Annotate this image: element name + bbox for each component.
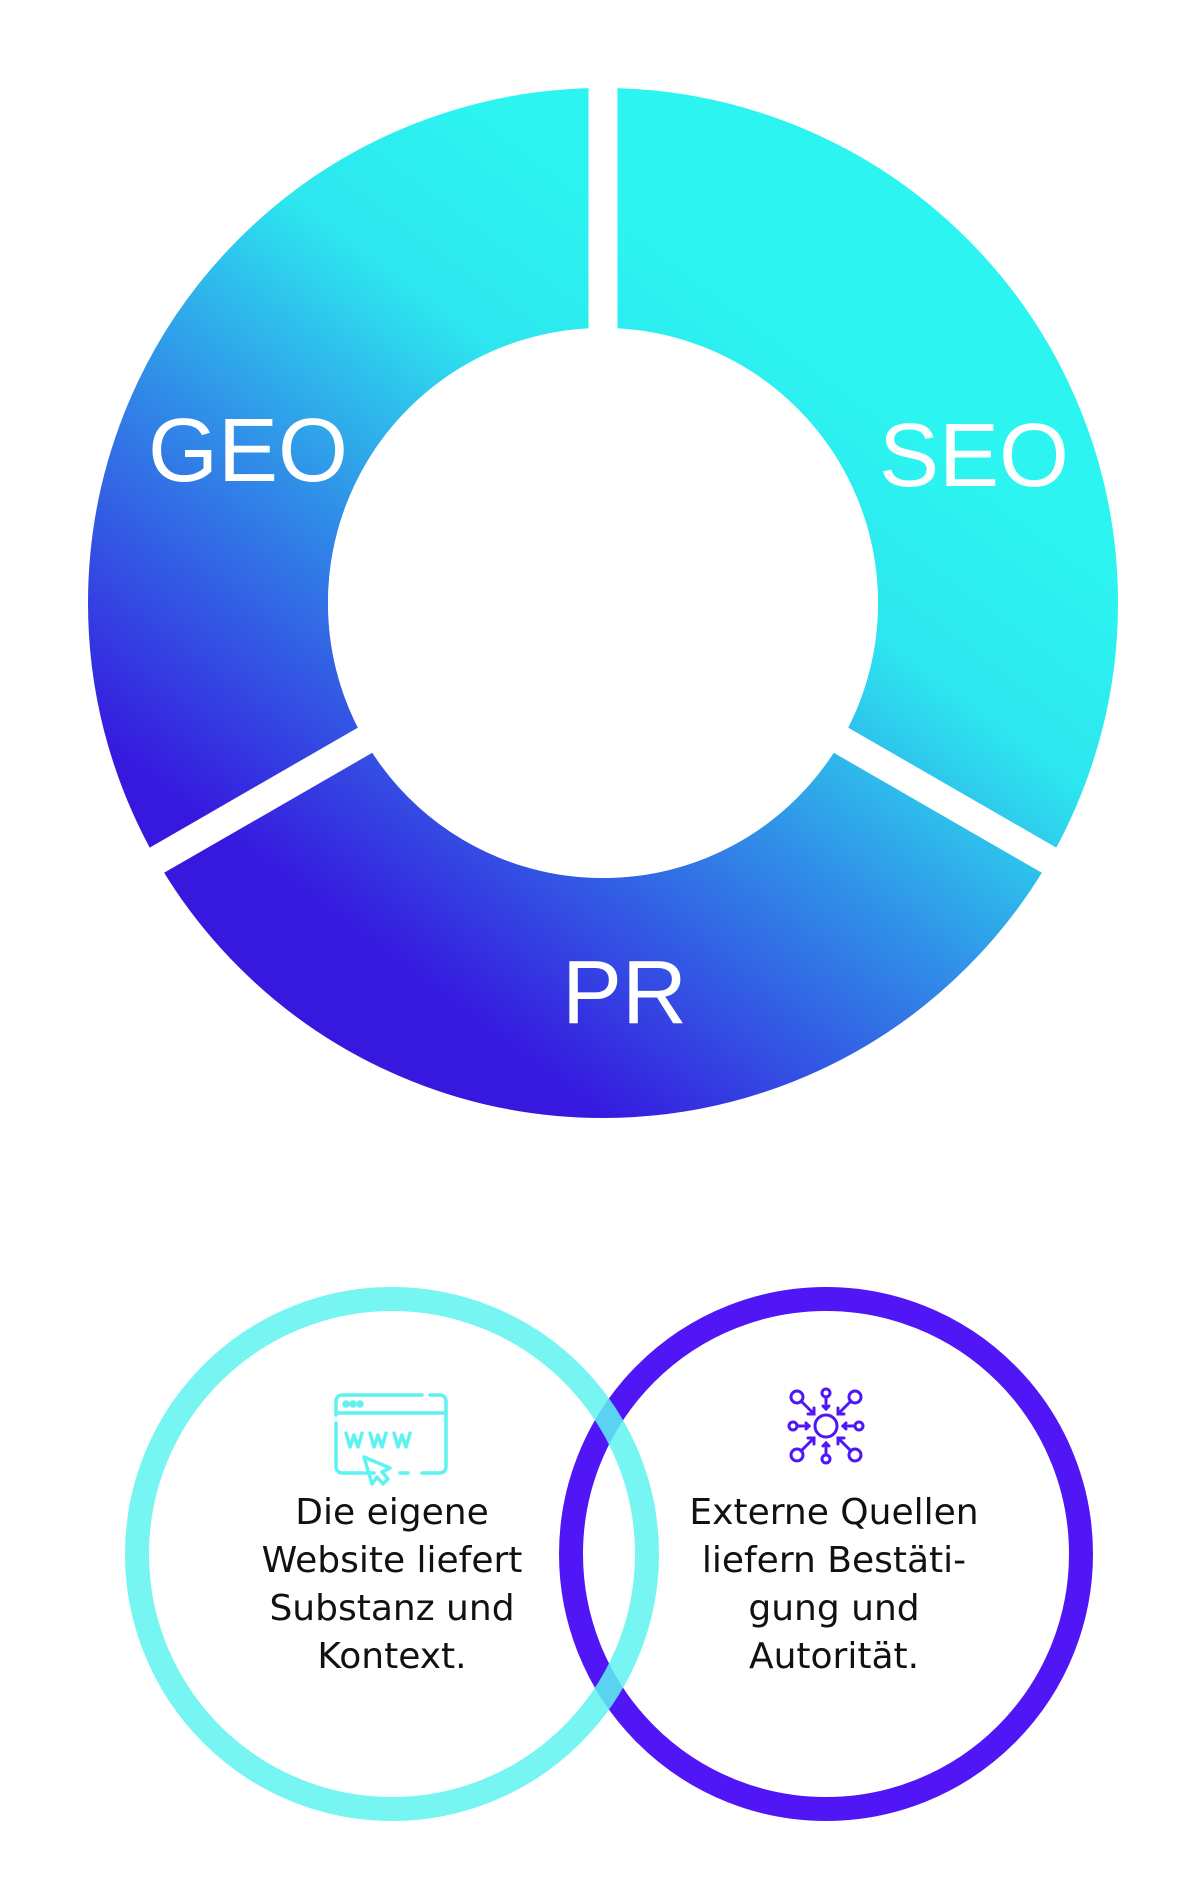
segment-label-geo: GEO	[148, 401, 348, 501]
text-line: liefern Bestäti-	[702, 1540, 966, 1581]
text-line: Externe Quellen	[689, 1492, 978, 1533]
venn-left-text: Die eigene Website liefert Substanz und …	[262, 1492, 523, 1677]
venn-circle-right	[559, 1287, 1093, 1821]
website-www-cursor-icon	[334, 1393, 448, 1486]
text-line: Website liefert	[262, 1540, 523, 1581]
text-line: gung und	[748, 1588, 919, 1629]
segment-label-pr: PR	[562, 943, 687, 1043]
donut-hole	[328, 328, 878, 878]
text-line: Substanz und	[269, 1588, 514, 1629]
venn-right-text: Externe Quellen liefern Bestäti- gung un…	[689, 1492, 978, 1677]
network-connections-icon	[787, 1387, 865, 1465]
donut-chart: GEO SEO PR	[88, 60, 1118, 1118]
venn-circle-left	[125, 1287, 659, 1821]
text-line: Kontext.	[317, 1636, 466, 1677]
segment-label-seo: SEO	[879, 406, 1069, 506]
text-line: Die eigene	[295, 1492, 488, 1533]
venn-diagram: Die eigene Website liefert Substanz und …	[125, 1287, 1093, 1821]
text-line: Autorität.	[749, 1636, 919, 1677]
